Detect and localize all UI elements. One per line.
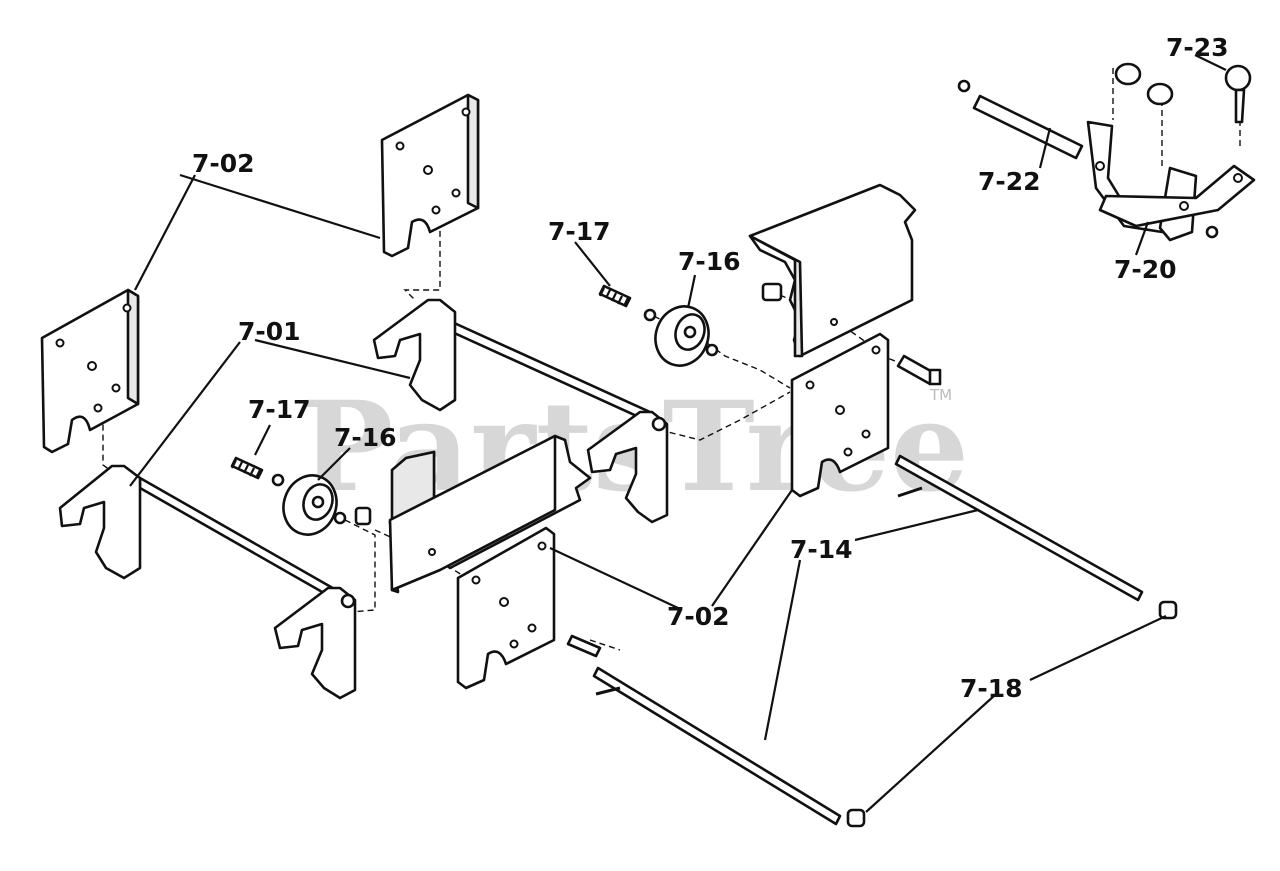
label-7-16-mid: 7-16 — [678, 247, 741, 276]
plate-7-02-front — [456, 526, 602, 690]
label-7-18: 7-18 — [960, 674, 1023, 703]
frame-section-upper — [748, 183, 917, 358]
label-7-14: 7-14 — [790, 535, 853, 564]
spring-wheel-mid — [598, 284, 719, 367]
frame-section-lower — [388, 434, 592, 594]
label-7-23: 7-23 — [1166, 33, 1229, 62]
spring-wheel-left — [230, 456, 372, 536]
rods-7-14 — [592, 454, 1144, 826]
caps-7-18 — [846, 600, 1178, 828]
part-labels: 7-02 7-01 7-17 7-16 7-17 7-16 7-02 7-14 … — [192, 33, 1229, 703]
label-7-17-mid: 7-17 — [548, 217, 611, 246]
axle-rear — [372, 298, 669, 524]
label-7-02-bottom: 7-02 — [667, 602, 730, 631]
plate-7-02-top — [380, 93, 480, 258]
label-7-02-top: 7-02 — [192, 149, 255, 178]
hitch-assembly — [957, 62, 1256, 242]
label-7-17-left: 7-17 — [248, 395, 311, 424]
plate-7-02-left — [40, 288, 140, 454]
label-7-16-left: 7-16 — [334, 423, 397, 452]
leader-lines — [129, 54, 1227, 813]
plate-7-02-right — [790, 332, 942, 498]
label-7-22: 7-22 — [978, 167, 1041, 196]
label-7-01: 7-01 — [238, 317, 301, 346]
watermark-trademark: TM — [929, 386, 952, 404]
axle-front — [58, 464, 357, 700]
label-7-20: 7-20 — [1114, 255, 1177, 284]
